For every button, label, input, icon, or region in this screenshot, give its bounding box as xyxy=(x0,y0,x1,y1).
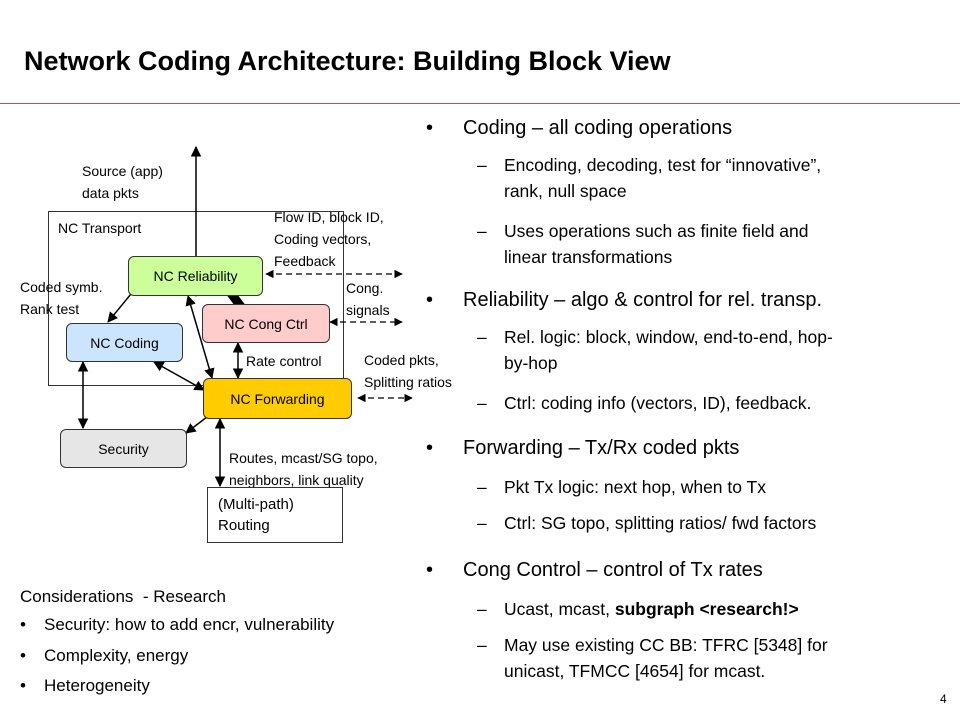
sub-line: unicast, TFMCC [4654] for mcast. xyxy=(504,661,766,681)
source-label-line1: Source (app) xyxy=(82,163,163,179)
bullet-text: Reliability – algo & control for rel. tr… xyxy=(463,289,823,311)
sub-line: Uses operations such as finite field and xyxy=(504,221,809,241)
bullet-dot: • xyxy=(426,289,434,311)
bullet-text: Forwarding – Tx/Rx coded pkts xyxy=(463,437,740,459)
sub-line-bold: subgraph <research!> xyxy=(614,599,799,619)
sub-line: Ctrl: coding info (vectors, ID), feedbac… xyxy=(504,393,812,413)
sub-line: Encoding, decoding, test for “innovative… xyxy=(504,155,822,175)
sub-line: by-hop xyxy=(504,353,558,373)
nc-forwarding-block: NC Forwarding xyxy=(203,378,352,419)
routes-label-line1: Routes, mcast/SG topo, xyxy=(229,450,378,466)
title-rule xyxy=(0,103,960,104)
flow-label-line3: Feedback xyxy=(274,253,336,269)
routing-block-line1: (Multi-path) xyxy=(218,496,294,513)
slide-title: Network Coding Architecture: Building Bl… xyxy=(24,46,671,76)
cong-signals-label-line2: signals xyxy=(346,302,390,318)
flow-label-line1: Flow ID, block ID, xyxy=(274,209,384,225)
routes-label-line2: neighbors, link quality xyxy=(229,472,364,488)
nc-transport-label: NC Transport xyxy=(58,220,142,236)
page-number: 4 xyxy=(940,692,947,706)
coded-symb-label-line1: Coded symb. xyxy=(20,279,103,295)
nc-cong-ctrl-block: NC Cong Ctrl xyxy=(202,304,330,343)
security-block: Security xyxy=(60,429,187,468)
considerations-heading: Considerations - Research xyxy=(20,587,226,606)
sub-line: Rel. logic: block, window, end-to-end, h… xyxy=(504,327,833,347)
bullet-text: Coding – all coding operations xyxy=(463,117,733,139)
nc-coding-block: NC Coding xyxy=(66,323,183,362)
bullet-dot: • xyxy=(426,117,434,139)
sub-line: linear transformations xyxy=(504,247,673,267)
sub-line: May use existing CC BB: TFRC [5348] for xyxy=(504,635,828,655)
cong-signals-label-line1: Cong. xyxy=(346,280,384,296)
coded-pkts-label-line2: Splitting ratios xyxy=(364,374,452,390)
sub-line: rank, null space xyxy=(504,181,627,201)
coded-symb-label-line2: Rank test xyxy=(20,301,80,317)
sub-line: Ctrl: SG topo, splitting ratios/ fwd fac… xyxy=(504,513,817,533)
bullet-text: Cong Control – control of Tx rates xyxy=(463,559,763,581)
bullet-dot: • xyxy=(426,437,434,459)
multipath-routing-block: (Multi-path) Routing xyxy=(207,487,343,543)
nc-reliability-block: NC Reliability xyxy=(128,256,263,296)
flow-label-line2: Coding vectors, xyxy=(274,231,372,247)
routing-block-line2: Routing xyxy=(218,517,270,534)
coded-pkts-label-line1: Coded pkts, xyxy=(364,352,439,368)
source-label-line2: data pkts xyxy=(82,185,139,201)
bullet-dot: • xyxy=(426,559,434,581)
sub-line: Ucast, mcast, xyxy=(504,599,615,619)
sub-line: Pkt Tx logic: next hop, when to Tx xyxy=(504,477,766,497)
rate-control-label: Rate control xyxy=(246,353,322,369)
